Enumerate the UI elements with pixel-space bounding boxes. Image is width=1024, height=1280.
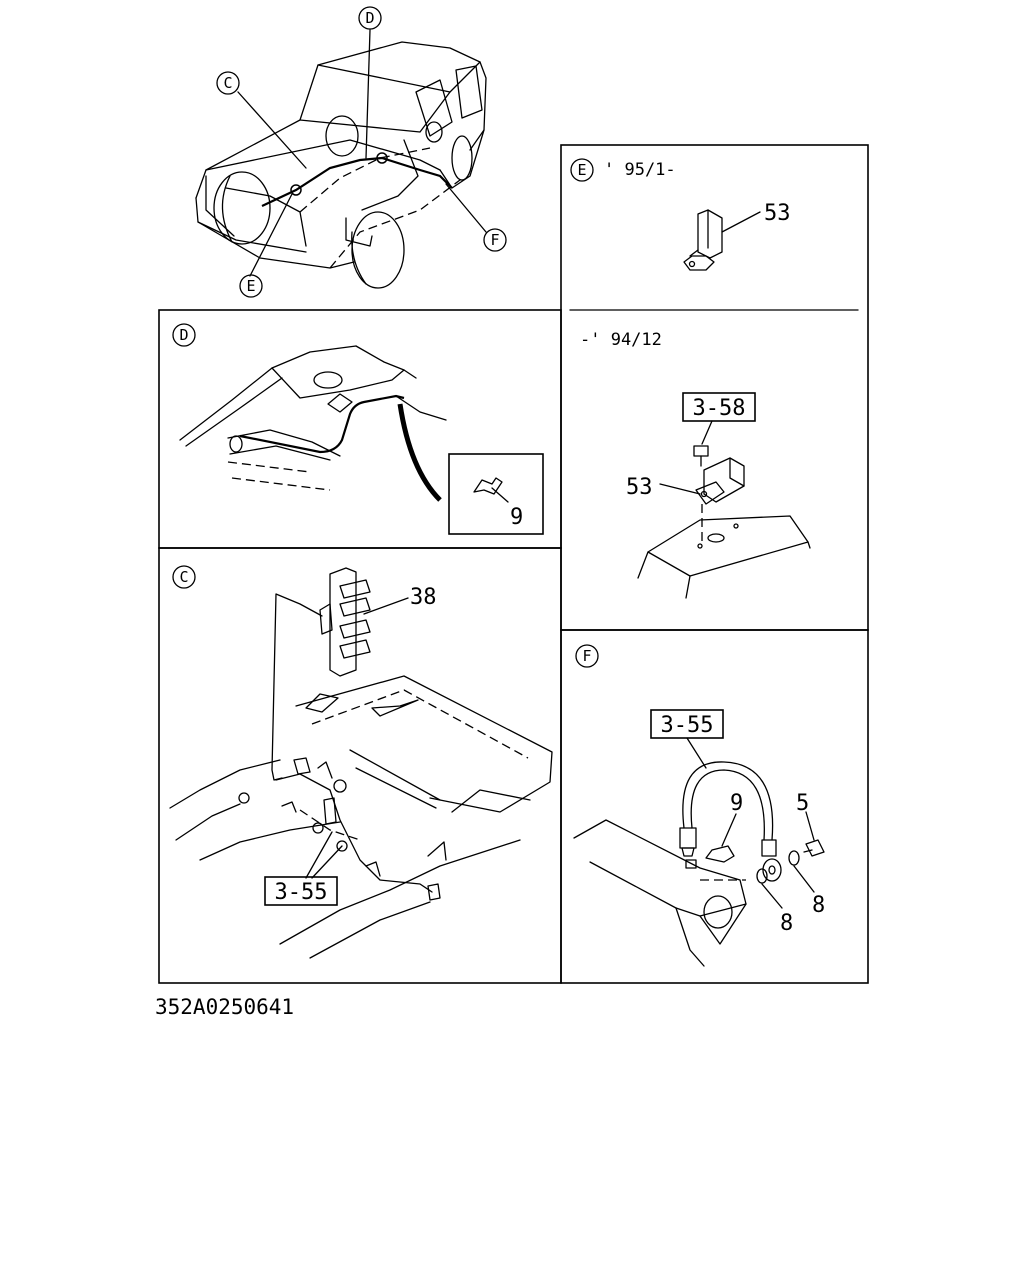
svg-text:C: C [179, 568, 188, 586]
panel-e-callout-53-lower: 53 [626, 475, 653, 500]
panel-e-marker: E [570, 158, 594, 182]
panel-f-callout-9: 9 [730, 791, 743, 816]
panel-c-ref-box: 3-55 [264, 876, 338, 906]
svg-text:E: E [577, 161, 586, 179]
svg-text:F: F [490, 231, 499, 249]
svg-text:3-55: 3-55 [275, 880, 328, 905]
svg-text:3-55: 3-55 [661, 713, 714, 738]
panel-f-ref-box: 3-55 [650, 709, 724, 739]
marker-c: C [216, 71, 240, 95]
bolt-5 [803, 811, 825, 857]
panel-c: C 38 [169, 565, 553, 959]
panel-d-marker: D [172, 323, 196, 347]
svg-text:D: D [365, 9, 374, 27]
panel-f-callout-8-b: 8 [780, 911, 793, 936]
ground-cable [679, 761, 782, 882]
panel-f-marker: F [575, 644, 599, 668]
relay-block [319, 567, 409, 677]
panel-f-callout-5: 5 [796, 791, 809, 816]
panel-f-callout-8-a: 8 [812, 893, 825, 918]
svg-text:F: F [582, 647, 591, 665]
drawing-code: 352A0250641 [155, 995, 294, 1019]
panel-e: E ' 95/1- 53 -' 94/12 3-58 5 [570, 158, 811, 599]
svg-text:D: D [179, 326, 188, 344]
marker-e: E [239, 274, 263, 298]
sensor-lower [659, 457, 745, 505]
panel-e-note-lower: -' 94/12 [580, 330, 662, 350]
sensor-upper [683, 209, 761, 271]
panel-e-ref-box: 3-58 [682, 392, 756, 422]
panel-e-callout-53-upper: 53 [764, 201, 791, 226]
panel-c-marker: C [172, 565, 196, 589]
panel-e-note-upper: ' 95/1- [604, 160, 676, 180]
svg-text:C: C [223, 74, 232, 92]
svg-text:E: E [246, 277, 255, 295]
marker-f: F [483, 228, 507, 252]
svg-text:3-58: 3-58 [693, 396, 746, 421]
marker-d: D [358, 6, 382, 30]
panel-c-callout-38: 38 [410, 585, 437, 610]
panel-d: D 9 [172, 323, 544, 535]
vehicle-overview: C D E F [195, 6, 507, 298]
panel-f: F 3-55 9 5 8 [573, 644, 825, 967]
panel-frames [158, 144, 869, 984]
panel-d-callout-9: 9 [510, 505, 523, 530]
